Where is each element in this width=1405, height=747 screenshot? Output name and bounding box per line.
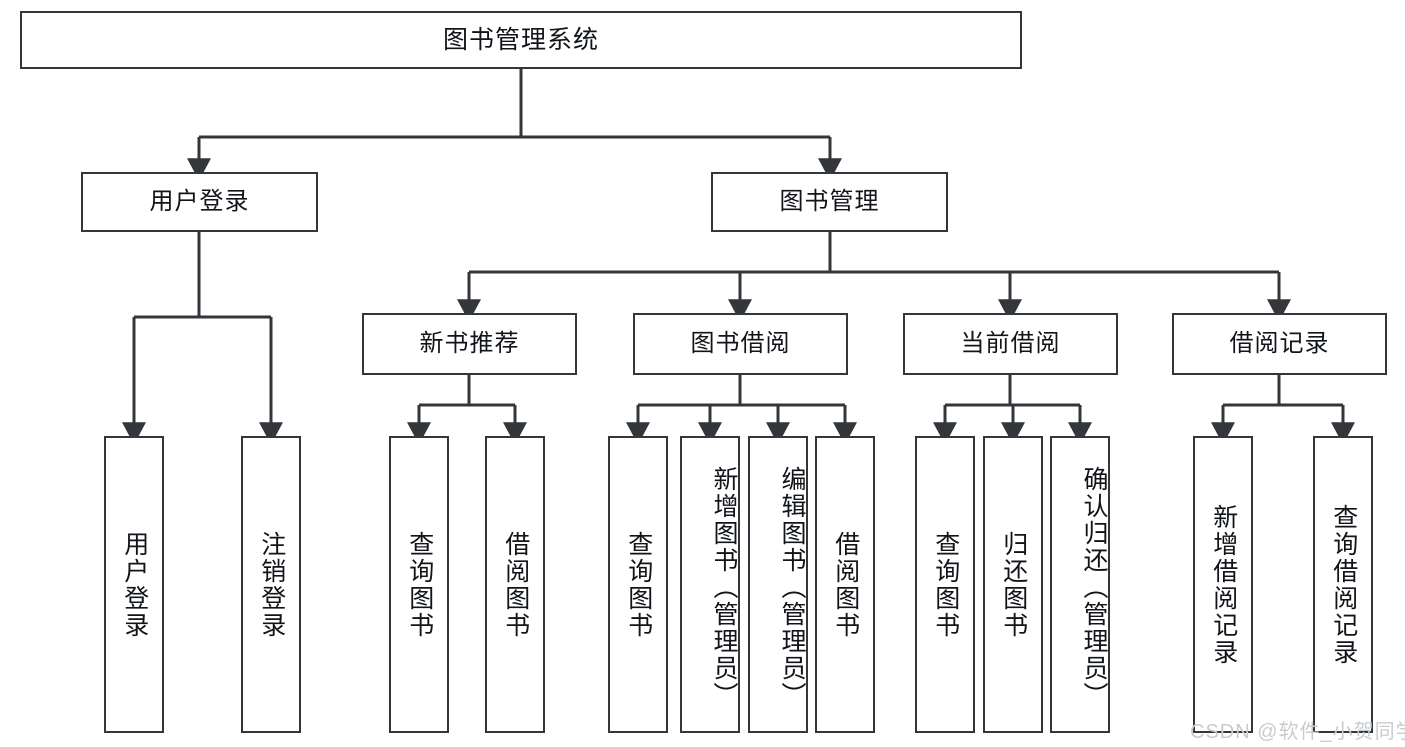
node-user-login[interactable]: 用户登录 [81,172,318,232]
node-book-management[interactable]: 图书管理 [711,172,948,232]
node-borrow-record[interactable]: 借阅记录 [1172,313,1387,375]
node-leaf-add-book-admin[interactable]: 新增图书（管理员） [680,436,740,733]
node-leaf-edit-book-admin[interactable]: 编辑图书（管理员） [748,436,808,733]
node-book-borrow[interactable]: 图书借阅 [633,313,848,375]
node-leaf-borrow-book-newbook[interactable]: 借阅图书 [485,436,545,733]
node-leaf-query-book-newbook[interactable]: 查询图书 [389,436,449,733]
node-leaf-query-book-current[interactable]: 查询图书 [915,436,975,733]
node-current-borrow[interactable]: 当前借阅 [903,313,1118,375]
node-leaf-borrow-book-borrow[interactable]: 借阅图书 [815,436,875,733]
node-leaf-confirm-return-admin[interactable]: 确认归还（管理员） [1050,436,1110,733]
node-leaf-query-borrow-record[interactable]: 查询借阅记录 [1313,436,1373,733]
node-root-book-management-system[interactable]: 图书管理系统 [20,11,1022,69]
node-leaf-user-login[interactable]: 用户登录 [104,436,164,733]
node-leaf-user-logout[interactable]: 注销登录 [241,436,301,733]
node-leaf-return-book[interactable]: 归还图书 [983,436,1043,733]
csdn-watermark: CSDN @软件_小贺同学 [1190,721,1405,743]
node-leaf-query-book-borrow[interactable]: 查询图书 [608,436,668,733]
node-new-book-recommend[interactable]: 新书推荐 [362,313,577,375]
node-leaf-add-borrow-record[interactable]: 新增借阅记录 [1193,436,1253,733]
